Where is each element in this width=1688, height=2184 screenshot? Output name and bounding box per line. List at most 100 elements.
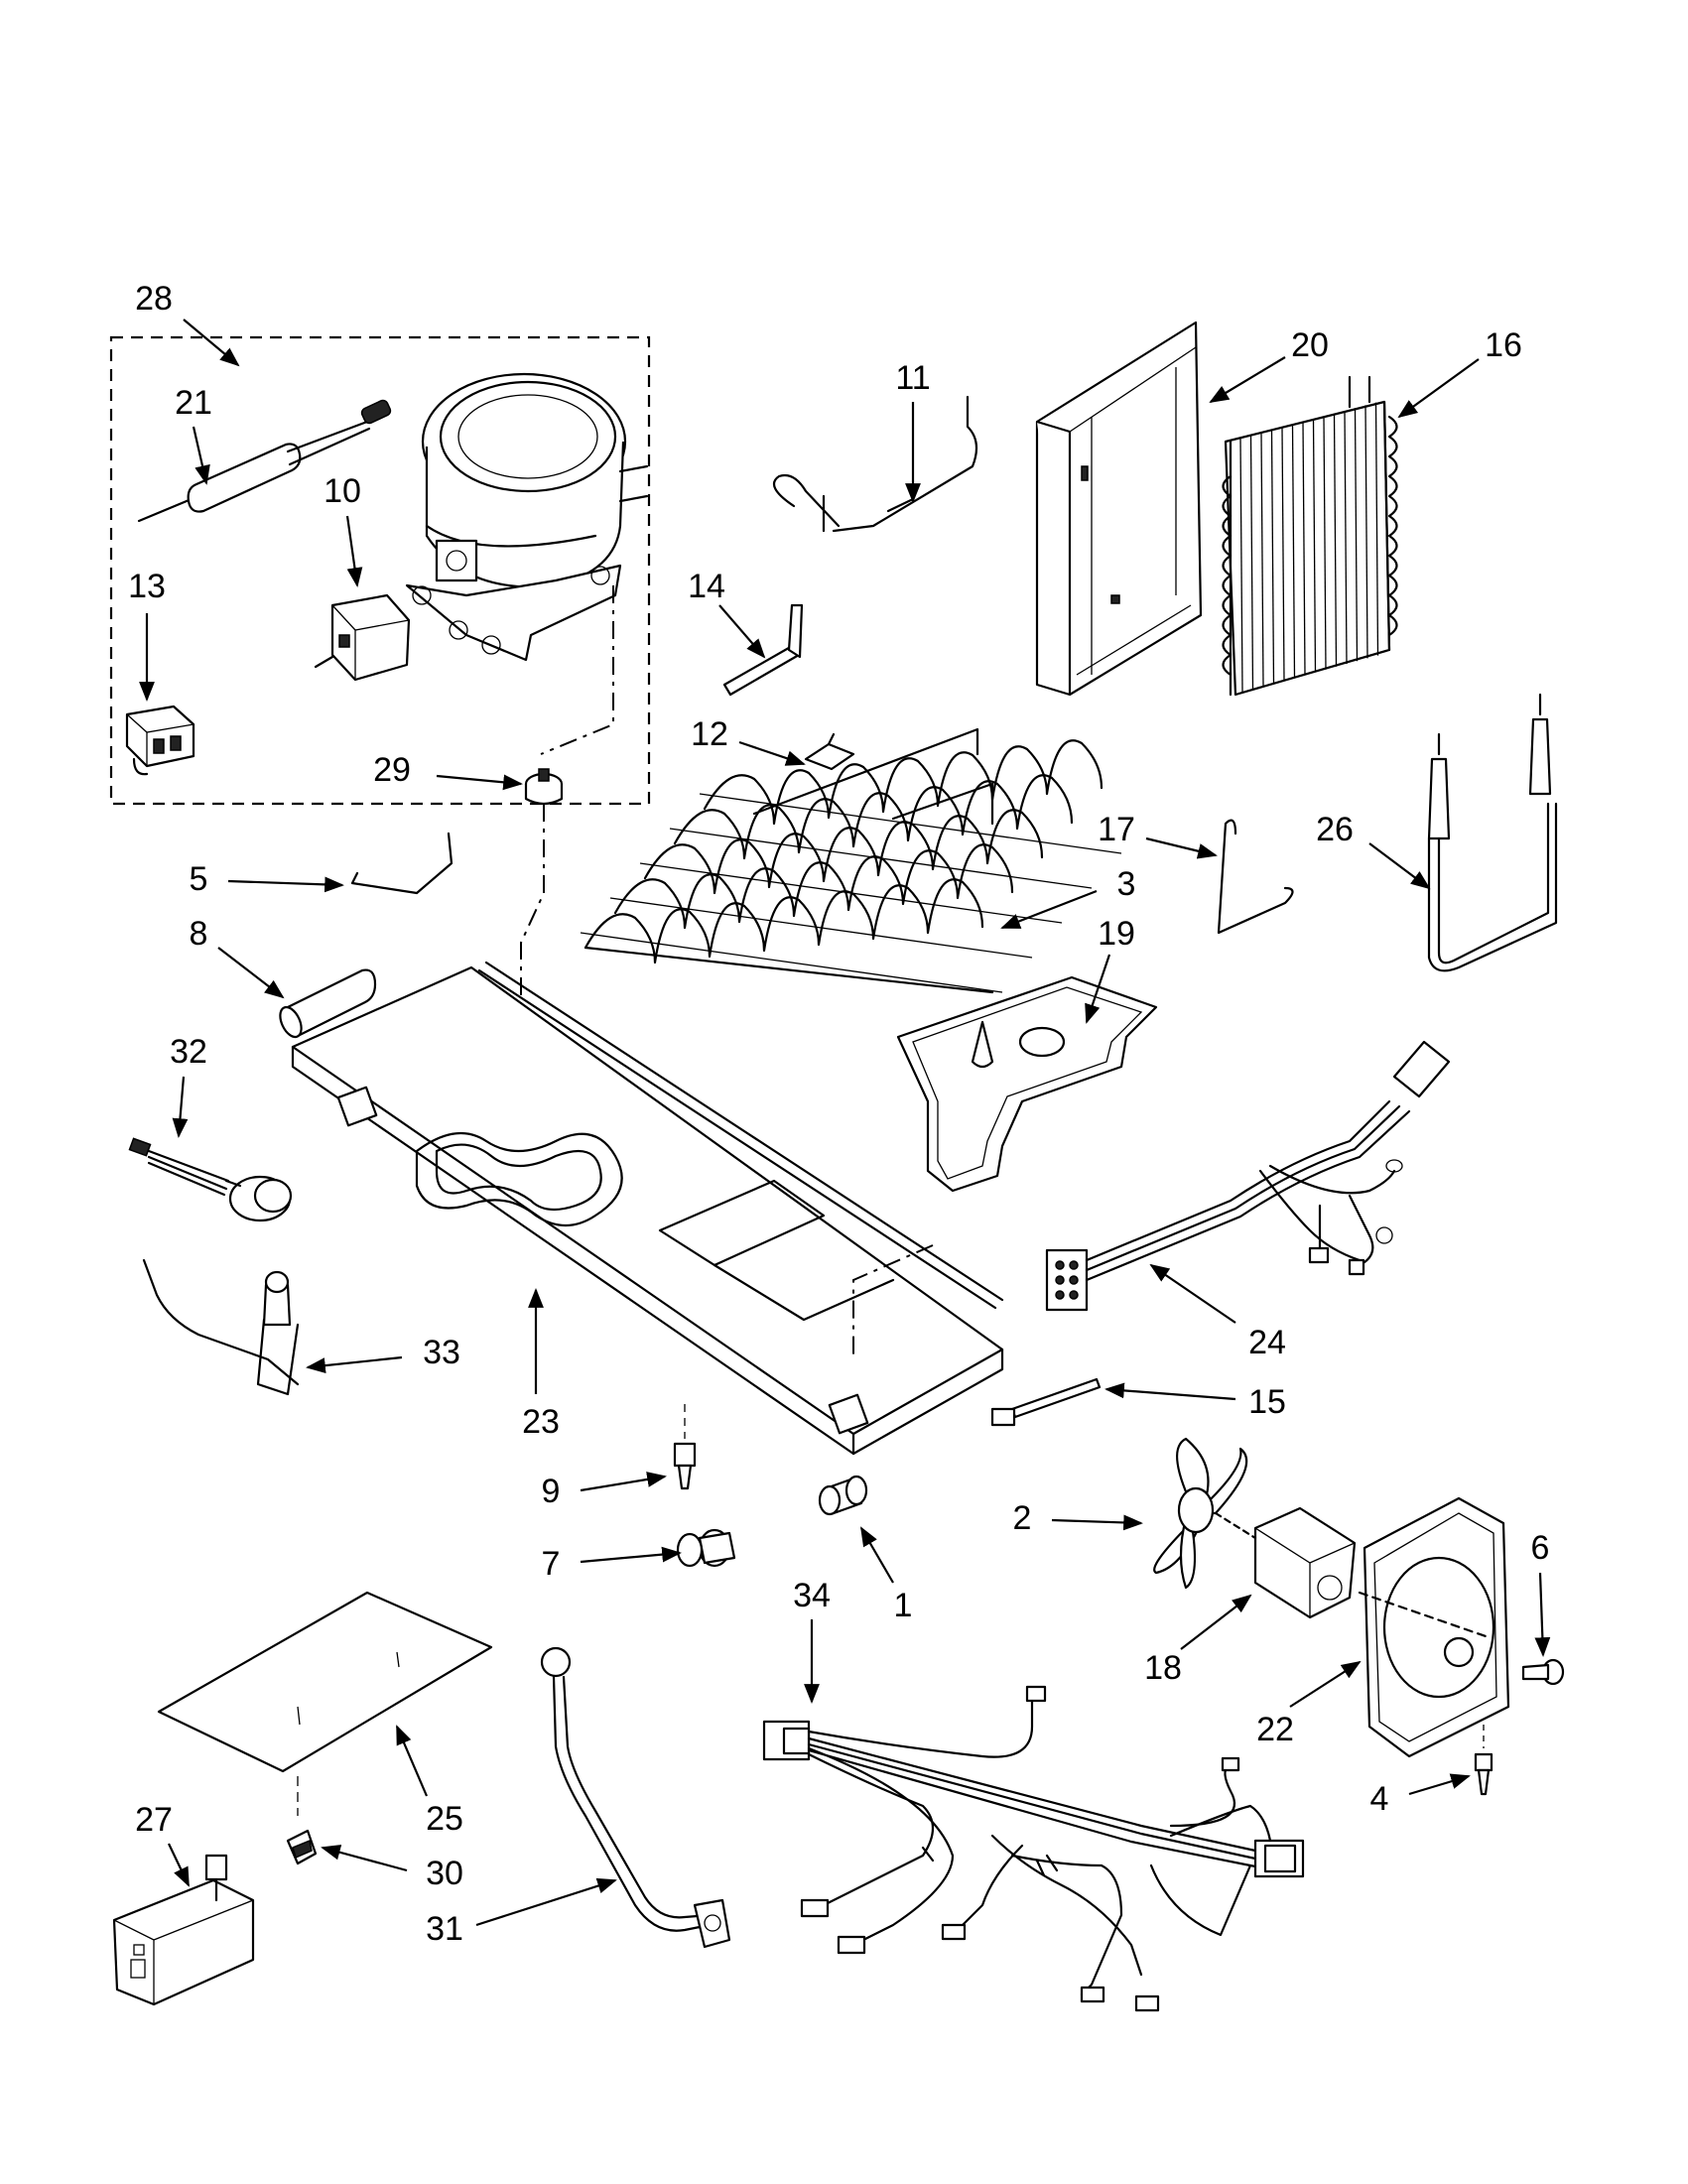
callout-3: 3 [1117, 865, 1136, 903]
part-7-grommet [676, 1528, 736, 1568]
callout-31: 31 [426, 1910, 463, 1948]
leader-arrow-28 [183, 319, 240, 367]
part-6-screw [1521, 1658, 1565, 1686]
part-2-fan-blade [1153, 1437, 1248, 1590]
callout-16: 16 [1485, 326, 1522, 364]
leader-arrow-24 [1149, 1263, 1236, 1324]
part-13-overload [125, 705, 195, 776]
part-31-water-tube [540, 1646, 731, 1949]
callout-15: 15 [1248, 1383, 1286, 1421]
callout-23: 23 [522, 1403, 560, 1441]
callout-32: 32 [170, 1033, 207, 1071]
callout-25: 25 [426, 1800, 463, 1838]
callout-13: 13 [128, 568, 166, 605]
part-9-screw [673, 1404, 697, 1490]
leader-arrow-15 [1104, 1382, 1236, 1401]
compressor [405, 372, 649, 662]
leader-arrow-33 [306, 1355, 403, 1374]
leader-arrow-17 [1145, 836, 1218, 859]
callout-18: 18 [1144, 1649, 1182, 1687]
part-14-tube [722, 603, 804, 697]
part-29-grommet [524, 768, 564, 806]
part-12-clip [804, 732, 855, 771]
part-1-grommet [818, 1475, 868, 1516]
leader-arrow-10 [345, 515, 363, 587]
callout-19: 19 [1098, 915, 1135, 953]
leader-arrow-20 [1209, 356, 1286, 404]
leader-arrow-9 [580, 1472, 667, 1492]
leader-arrow-29 [436, 774, 523, 791]
leader-arrow-14 [718, 604, 766, 659]
leader-arrow-18 [1180, 1594, 1252, 1650]
part-25-insulation-sheet [157, 1591, 493, 1816]
leader-arrow-22 [1289, 1660, 1362, 1708]
leader-arrow-25 [395, 1725, 429, 1797]
callout-4: 4 [1370, 1780, 1389, 1818]
leader-arrow-27 [168, 1843, 190, 1887]
part-33-sensor [142, 1258, 300, 1396]
callout-7: 7 [542, 1545, 561, 1583]
leader-arrow-3 [1000, 889, 1098, 930]
leader-arrows [139, 319, 1551, 1927]
part-26-tube [1427, 693, 1558, 972]
leader-arrow-21 [192, 426, 210, 485]
callout-14: 14 [688, 568, 725, 605]
leader-arrow-6 [1534, 1572, 1551, 1657]
part-8-insulation [279, 968, 377, 1039]
part-24-power-cord [1045, 1040, 1451, 1312]
leader-arrow-4 [1408, 1773, 1471, 1796]
callout-12: 12 [691, 715, 728, 753]
callout-1: 1 [894, 1587, 913, 1624]
part-4-screw [1474, 1725, 1493, 1796]
leader-arrow-7 [580, 1546, 682, 1564]
part-23-chassis [291, 961, 1004, 1456]
callout-27: 27 [135, 1801, 173, 1839]
callout-24: 24 [1248, 1324, 1286, 1361]
leader-arrow-32 [172, 1076, 189, 1138]
leader-arrow-12 [738, 740, 806, 766]
leader-arrow-1 [860, 1526, 894, 1584]
part-19-drain-pan [896, 975, 1158, 1193]
callout-28: 28 [135, 280, 173, 318]
leader-arrow-16 [1397, 358, 1480, 419]
part-10-relay [314, 593, 411, 682]
callout-10: 10 [324, 472, 361, 510]
callout-11: 11 [895, 359, 930, 397]
part-11-tube [772, 395, 978, 533]
callout-34: 34 [793, 1577, 831, 1614]
callout-26: 26 [1316, 811, 1354, 848]
callout-20: 20 [1291, 326, 1329, 364]
leader-arrow-5 [227, 876, 344, 893]
callout-29: 29 [373, 751, 411, 789]
part-34-wire-harness [762, 1685, 1305, 2012]
compressor-assembly-box [109, 335, 651, 806]
leader-arrow-2 [1051, 1514, 1143, 1531]
callout-2: 2 [1013, 1499, 1032, 1537]
part-27-control [112, 1854, 255, 2006]
callout-30: 30 [426, 1855, 463, 1892]
part-22-fan-bracket [1358, 1496, 1510, 1758]
leader-arrow-8 [217, 947, 285, 999]
part-5-clip [350, 832, 454, 895]
leader-arrow-26 [1368, 842, 1431, 890]
part-32-harness [128, 1137, 293, 1222]
part-16-evaporator [1222, 375, 1398, 697]
callout-5: 5 [190, 860, 208, 898]
callout-21: 21 [175, 384, 212, 422]
callout-9: 9 [542, 1473, 561, 1510]
part-20-cover [1035, 321, 1203, 697]
part-15-cable-tie [990, 1377, 1102, 1427]
leader-arrow-30 [321, 1845, 408, 1872]
part-17-hanger [1217, 819, 1294, 935]
part-30-clip [286, 1829, 318, 1865]
part-3-condenser [580, 727, 1122, 994]
leader-arrow-19 [1085, 954, 1111, 1024]
part-18-fan-motor [1214, 1506, 1357, 1619]
callout-6: 6 [1531, 1529, 1550, 1567]
leader-arrow-31 [475, 1877, 617, 1927]
callout-17: 17 [1098, 811, 1135, 848]
callout-8: 8 [190, 915, 208, 953]
callout-33: 33 [423, 1334, 460, 1371]
